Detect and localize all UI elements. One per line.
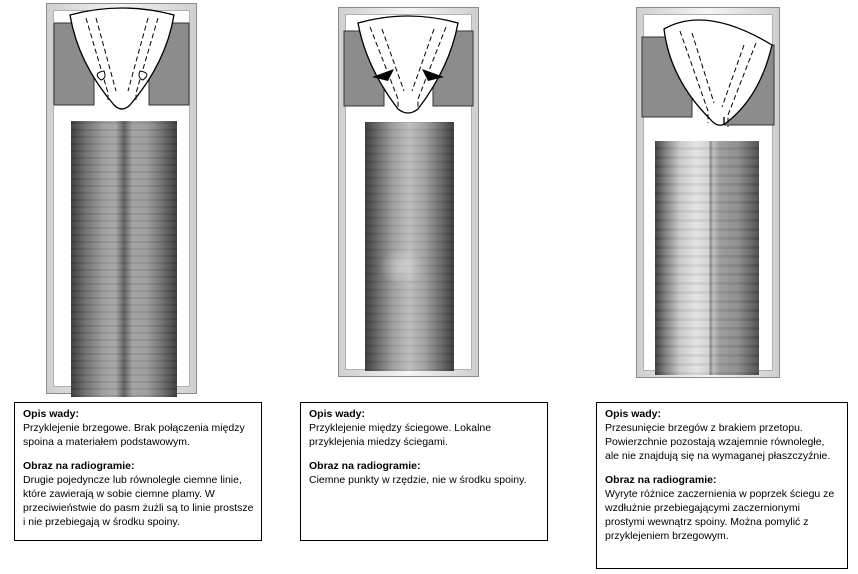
panel-1-fusion-defect-right [138, 70, 148, 81]
panel-1-description-heading: Opis wady: [23, 408, 80, 420]
panel-1-fusion-defect-left [96, 70, 106, 81]
panel-2-interpass-defect-right [422, 69, 444, 81]
panel-2-description-heading: Opis wady: [309, 408, 366, 420]
panel-1-description: Przyklejenie brzegowe. Brak połączenia m… [23, 422, 245, 448]
panel-3-radiogram-text: Wyryte różnice zaczernienia w poprzek śc… [605, 488, 835, 542]
panel-3-text-box: Opis wady: Przesunięcie brzegów z brakie… [596, 402, 848, 569]
panel-2-weld-bead [357, 15, 459, 114]
panel-2-text-box: Opis wady: Przyklejenie między ściegowe.… [300, 402, 548, 541]
panel-3-weld-cross-section [641, 19, 775, 127]
panel-2-description: Przyklejenie między ściegowe. Lokalne pr… [309, 422, 492, 448]
panel-3-radiogram-heading: Obraz na radiogramie: [605, 474, 717, 486]
panel-3-radiogram [655, 141, 759, 375]
panel-1-radiogram-heading: Obraz na radiogramie: [23, 460, 135, 472]
panel-2-weld-cross-section [343, 15, 474, 114]
panel-2-radiogram-heading: Obraz na radiogramie: [309, 460, 421, 472]
panel-1-radiogram-text: Drugie pojedyncze lub równoległe ciemne … [23, 474, 254, 528]
panel-1-weld-cross-section [53, 7, 190, 110]
panel-3-description: Przesunięcie brzegów z brakiem przetopu.… [605, 422, 831, 462]
panel-1-weld-bead [69, 7, 175, 110]
panel-2-radiogram [365, 122, 454, 371]
panel-2-interpass-defect-left [372, 69, 394, 81]
panel-3-weld-bead [663, 19, 773, 126]
panel-1-text-box: Opis wady: Przyklejenie brzegowe. Brak p… [14, 402, 262, 541]
panel-3-description-heading: Opis wady: [605, 408, 662, 420]
panel-2-radiogram-text: Ciemne punkty w rzędzie, nie w środku sp… [309, 474, 527, 486]
panel-1-radiogram [71, 121, 177, 397]
panel-3-groove-outline [679, 30, 757, 127]
